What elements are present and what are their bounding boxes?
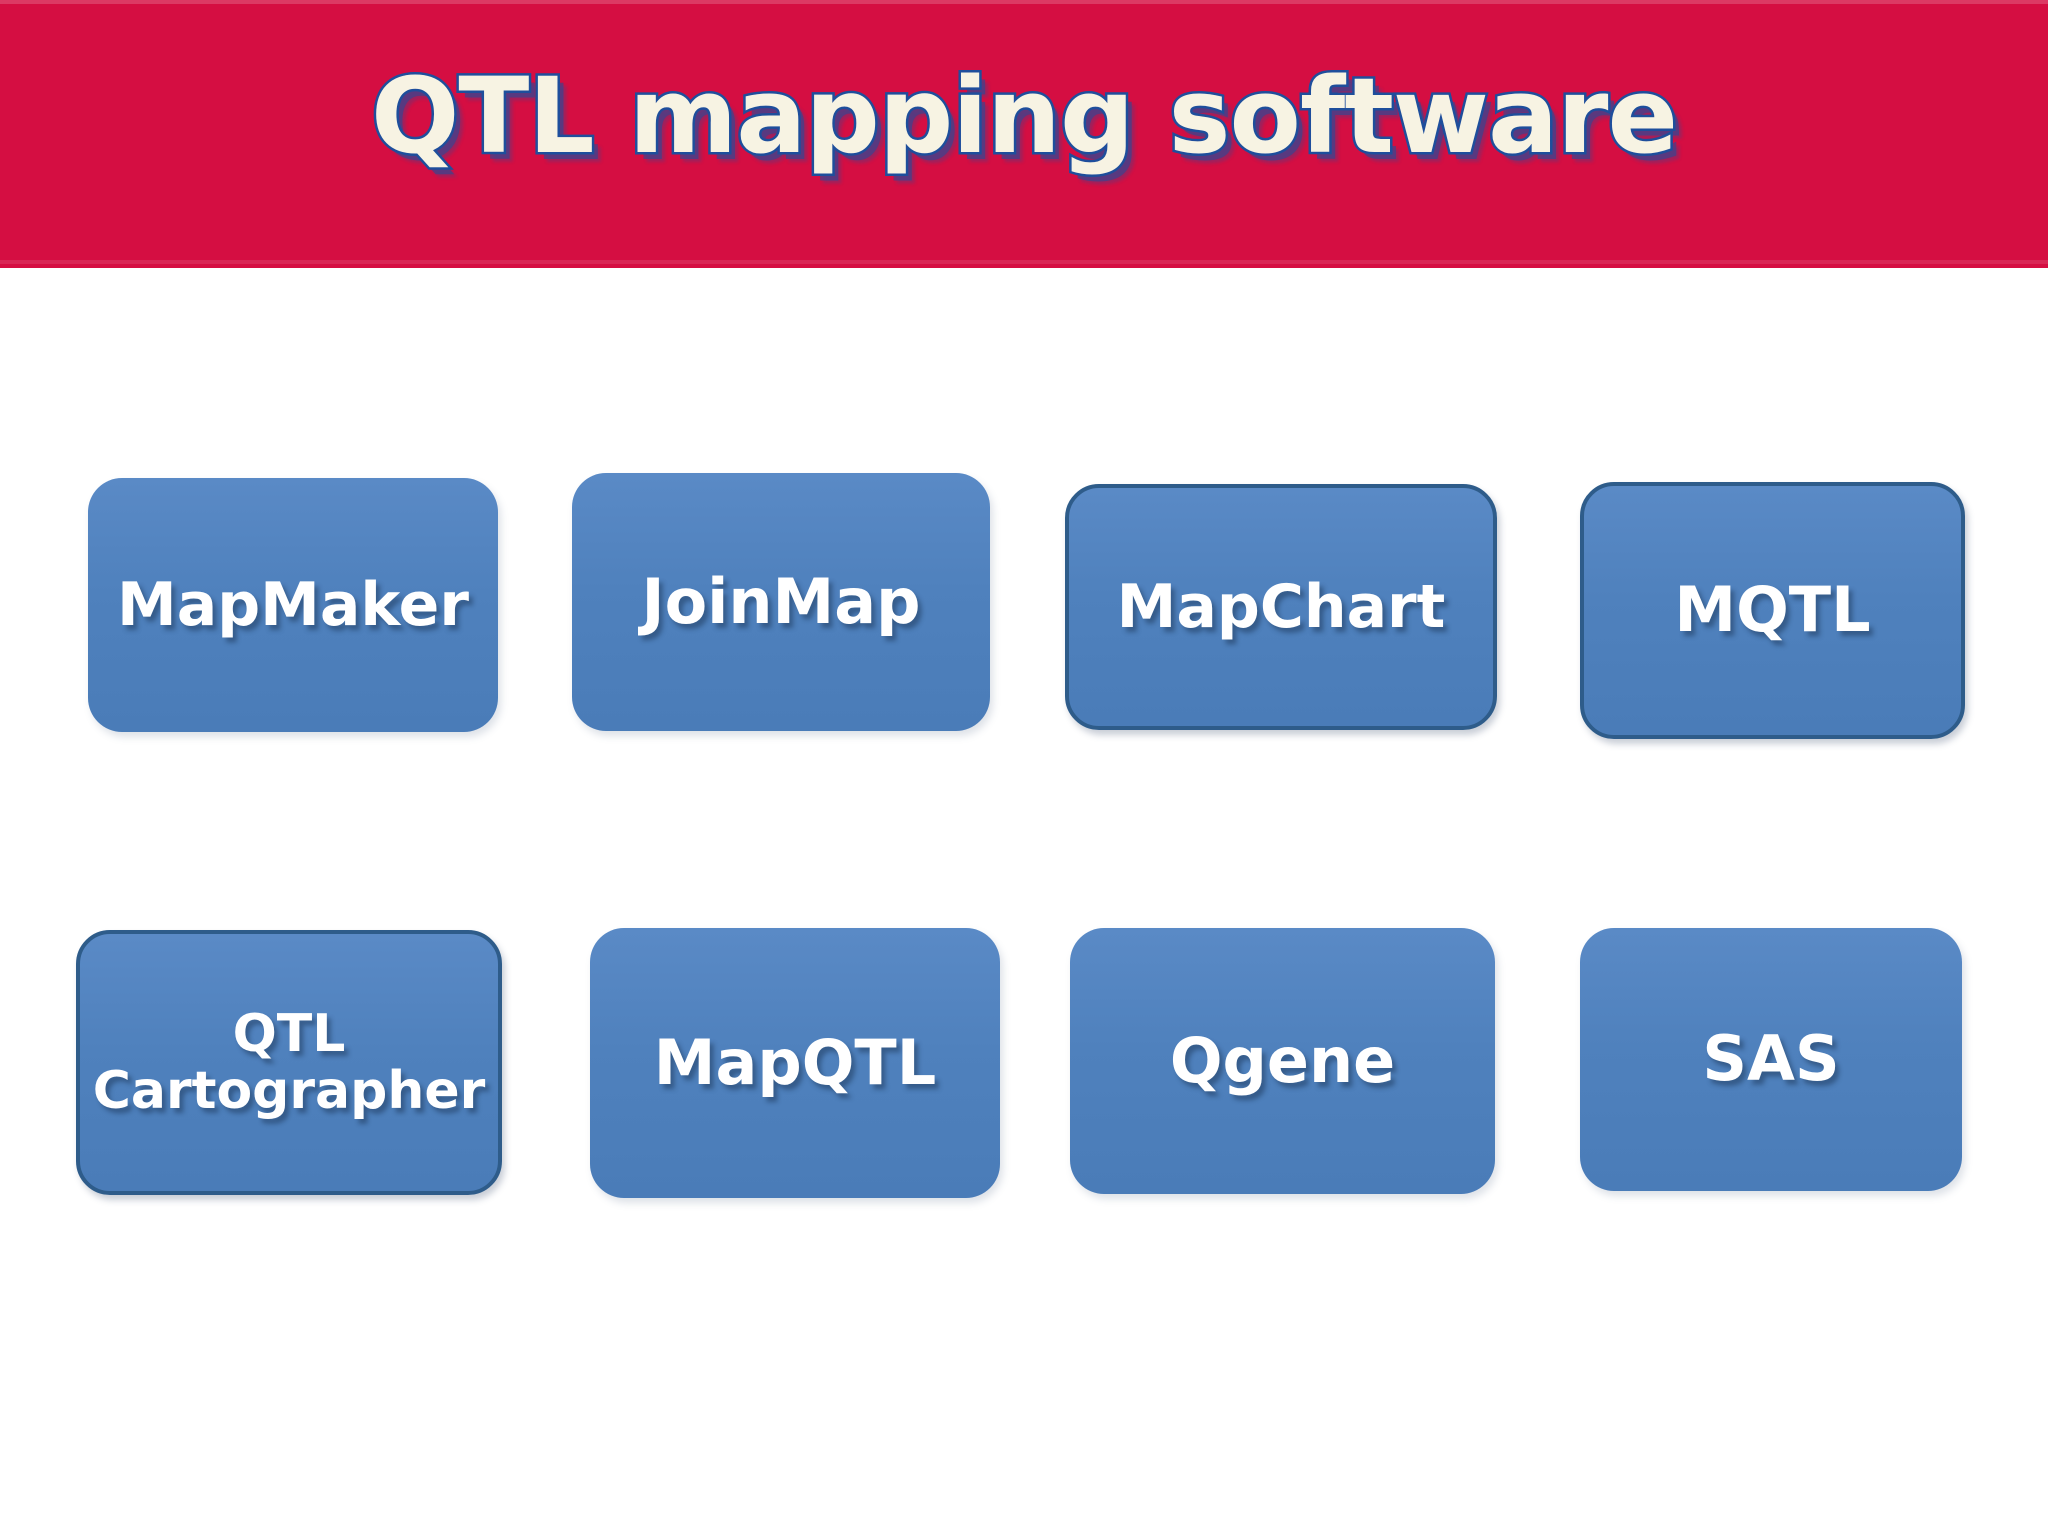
software-box-mapchart[interactable]: MapChart	[1065, 484, 1497, 730]
software-box-mapqtl[interactable]: MapQTL	[590, 928, 1000, 1198]
software-box-label: MapMaker	[117, 569, 469, 640]
software-box-label: Qgene	[1169, 1023, 1396, 1097]
page-title: QTL mapping software	[369, 55, 1681, 177]
software-box-label: JoinMap	[641, 564, 921, 638]
header-bar: QTL mapping software	[0, 0, 2048, 268]
software-box-label: MapChart	[1116, 571, 1446, 642]
software-box-joinmap[interactable]: JoinMap	[572, 473, 990, 731]
software-box-mqtl[interactable]: MQTL	[1580, 482, 1965, 739]
header-top-highlight	[0, 0, 2048, 4]
software-box-qtl-cartographer[interactable]: QTL Cartographer	[76, 930, 502, 1195]
software-box-label: QTL Cartographer	[92, 1004, 486, 1121]
software-box-label: SAS	[1702, 1022, 1840, 1096]
software-box-label: MapQTL	[653, 1025, 937, 1099]
header-bottom-highlight	[0, 260, 2048, 264]
software-box-sas[interactable]: SAS	[1580, 928, 1962, 1191]
software-box-mapmaker[interactable]: MapMaker	[88, 478, 498, 732]
software-box-qgene[interactable]: Qgene	[1070, 928, 1495, 1194]
software-box-label: MQTL	[1674, 573, 1871, 647]
